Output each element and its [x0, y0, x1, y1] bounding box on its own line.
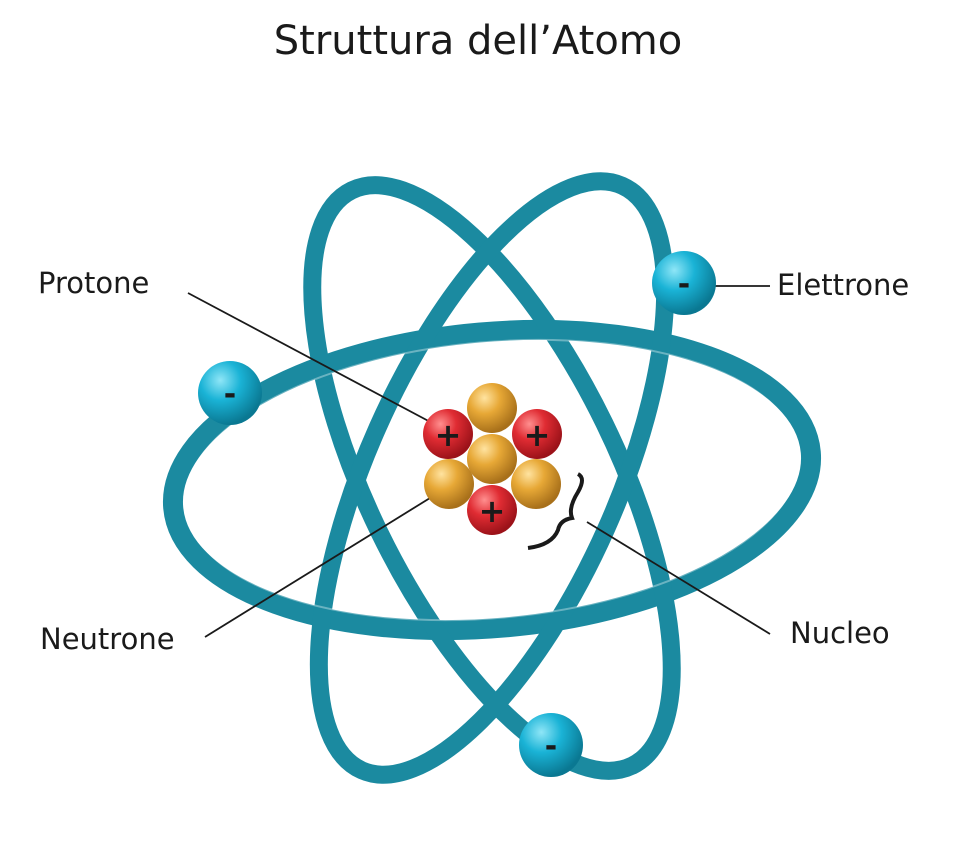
electron-sign: -	[678, 267, 690, 302]
neutron	[467, 434, 517, 484]
proton-label: Protone	[38, 266, 150, 300]
electron-sign: -	[545, 729, 557, 764]
proton-leader-line	[187, 292, 437, 426]
electron-sign: -	[224, 377, 236, 412]
neutron-label: Neutrone	[40, 622, 175, 656]
proton	[423, 409, 473, 459]
orbit-horizontal	[162, 319, 822, 641]
nucleus-brace	[527, 472, 584, 550]
electron-label: Elettrone	[777, 268, 910, 302]
electrons: - - -	[198, 251, 716, 777]
electron	[652, 251, 716, 315]
neutron	[511, 459, 561, 509]
neutron	[424, 459, 474, 509]
nucleus-leader-line	[586, 521, 771, 635]
proton	[467, 485, 517, 535]
proton-sign: +	[524, 416, 551, 454]
orbits	[162, 172, 822, 784]
orbit-left-tilt	[303, 176, 681, 780]
leader-lines	[187, 285, 771, 638]
nucleus: + + +	[423, 383, 562, 535]
electron	[519, 713, 583, 777]
orbit-right-tilt	[309, 172, 675, 784]
proton	[512, 409, 562, 459]
nucleus-label: Nucleo	[790, 616, 890, 650]
neutron	[467, 383, 517, 433]
proton-sign: +	[479, 492, 506, 530]
diagram-title: Struttura dell’Atomo	[273, 18, 683, 64]
proton-sign: +	[435, 416, 462, 454]
neutron-leader-line	[204, 497, 431, 638]
electron	[198, 361, 262, 425]
